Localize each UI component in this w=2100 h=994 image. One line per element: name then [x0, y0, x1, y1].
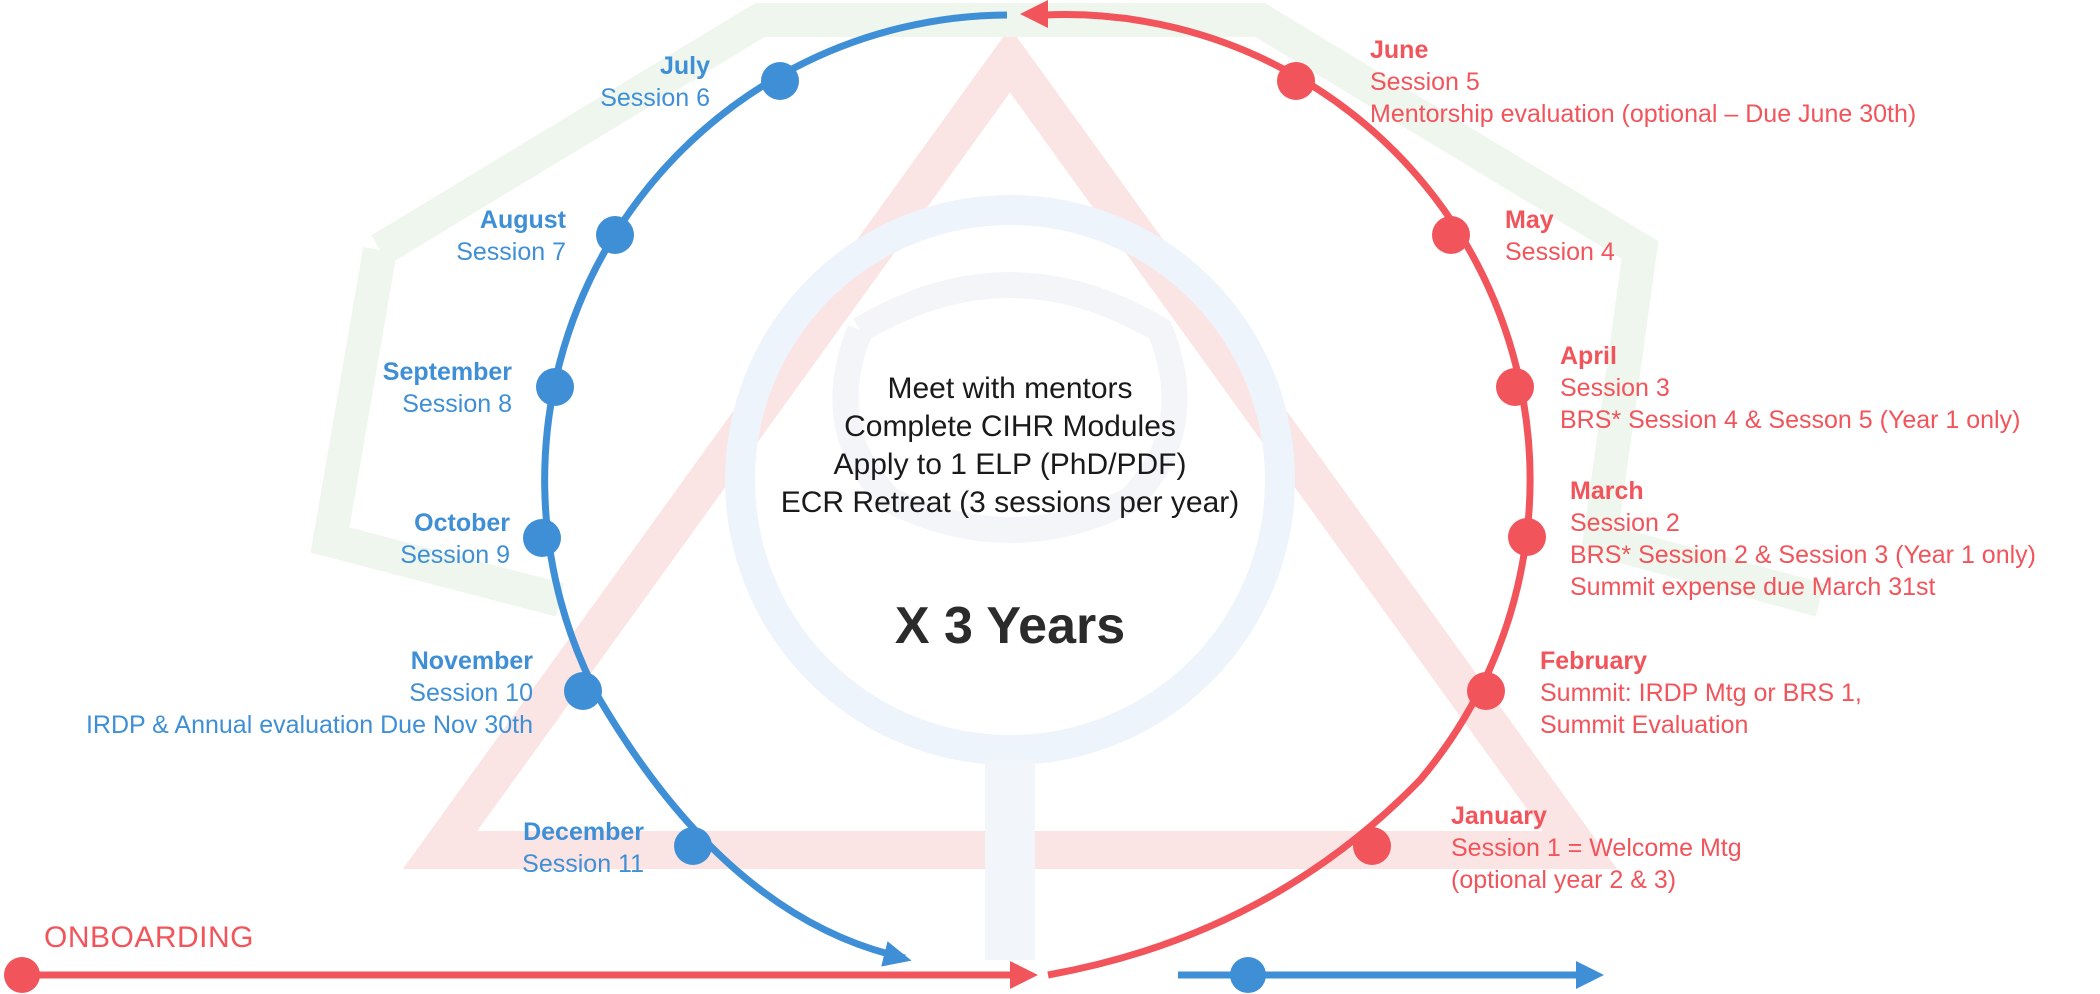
month-name: November	[410, 647, 533, 675]
red-cycle-arc	[1044, 11, 1534, 979]
onboarding-label: ONBOARDING	[44, 921, 255, 954]
month-name: April	[1560, 342, 1617, 370]
dot-february	[1467, 672, 1505, 710]
blue-arc-arrowhead-icon	[881, 941, 912, 967]
month-name: January	[1451, 802, 1547, 830]
label-may: May Session 4	[1505, 204, 1615, 268]
month-line: BRS* Session 4 & Sesson 5 (Year 1 only)	[1560, 406, 2021, 434]
center-item: Complete CIHR Modules	[844, 410, 1176, 443]
onboarding-arrowhead-icon	[1010, 961, 1038, 989]
dot-january	[1353, 827, 1391, 865]
label-march: March Session 2 BRS* Session 2 & Session…	[1570, 475, 2036, 603]
label-january: January Session 1 = Welcome Mtg (optiona…	[1451, 800, 1742, 896]
exit-dot	[1230, 957, 1266, 993]
label-june: June Session 5 Mentorship evaluation (op…	[1370, 34, 1916, 130]
watermark-logo	[310, 3, 1825, 960]
dot-august	[596, 216, 634, 254]
exit-arrowhead-icon	[1576, 961, 1604, 989]
month-line: Mentorship evaluation (optional – Due Ju…	[1370, 100, 1917, 128]
month-name: July	[659, 52, 710, 80]
month-line: Session 3	[1560, 374, 1670, 402]
dot-july	[761, 62, 799, 100]
month-name: March	[1570, 477, 1644, 505]
month-name: October	[414, 509, 510, 537]
label-november: November Session 10 IRDP & Annual evalua…	[86, 645, 533, 741]
center-activities: Meet with mentors Complete CIHR Modules …	[690, 370, 1330, 522]
month-line: BRS* Session 2 & Session 3 (Year 1 only)	[1570, 541, 2036, 569]
blue-cycle-arc	[541, 11, 1008, 962]
dot-november	[564, 672, 602, 710]
dot-september	[536, 368, 574, 406]
label-february: February Summit: IRDP Mtg or BRS 1, Summ…	[1540, 645, 1862, 741]
center-title: X 3 Years	[894, 597, 1126, 655]
dot-march	[1508, 518, 1546, 556]
month-line: Summit expense due March 31st	[1570, 573, 1936, 601]
month-line: Summit: IRDP Mtg or BRS 1,	[1540, 679, 1862, 707]
month-name: May	[1505, 206, 1554, 234]
dot-june	[1277, 62, 1315, 100]
month-line: Session 1 = Welcome Mtg	[1451, 834, 1742, 862]
month-line: Session 8	[402, 390, 512, 418]
month-name: August	[479, 206, 566, 234]
month-line: Session 7	[456, 238, 566, 266]
month-name: September	[382, 358, 512, 386]
month-line: Session 9	[400, 541, 510, 569]
month-line: Session 4	[1505, 238, 1615, 266]
month-line: Session 2	[1570, 509, 1680, 537]
dot-october	[523, 519, 561, 557]
dot-may	[1432, 216, 1470, 254]
dot-april	[1496, 368, 1534, 406]
month-name: February	[1540, 647, 1647, 675]
label-august: August Session 7	[456, 204, 566, 268]
label-december: December Session 11	[522, 816, 644, 880]
month-line: Session 5	[1370, 68, 1480, 96]
red-arc-arrowhead-icon	[1020, 0, 1048, 28]
month-name: June	[1370, 36, 1429, 64]
month-line: IRDP & Annual evaluation Due Nov 30th	[85, 711, 533, 739]
month-line: Summit Evaluation	[1540, 711, 1749, 739]
month-line: Session 10	[409, 679, 533, 707]
month-line: Session 11	[522, 850, 644, 878]
center-item: Meet with mentors	[887, 372, 1133, 405]
month-line: Session 6	[600, 84, 710, 112]
onboarding-dot	[4, 957, 40, 993]
month-line: (optional year 2 & 3)	[1451, 866, 1677, 894]
month-name: December	[523, 818, 644, 846]
dot-december	[674, 827, 712, 865]
label-october: October Session 9	[400, 507, 510, 571]
label-september: September Session 8	[383, 356, 512, 420]
label-april: April Session 3 BRS* Session 4 & Sesson …	[1560, 340, 2020, 436]
center-item: ECR Retreat (3 sessions per year)	[780, 486, 1240, 519]
label-july: July Session 6	[600, 50, 710, 114]
center-item: Apply to 1 ELP (PhD/PDF)	[833, 448, 1187, 481]
